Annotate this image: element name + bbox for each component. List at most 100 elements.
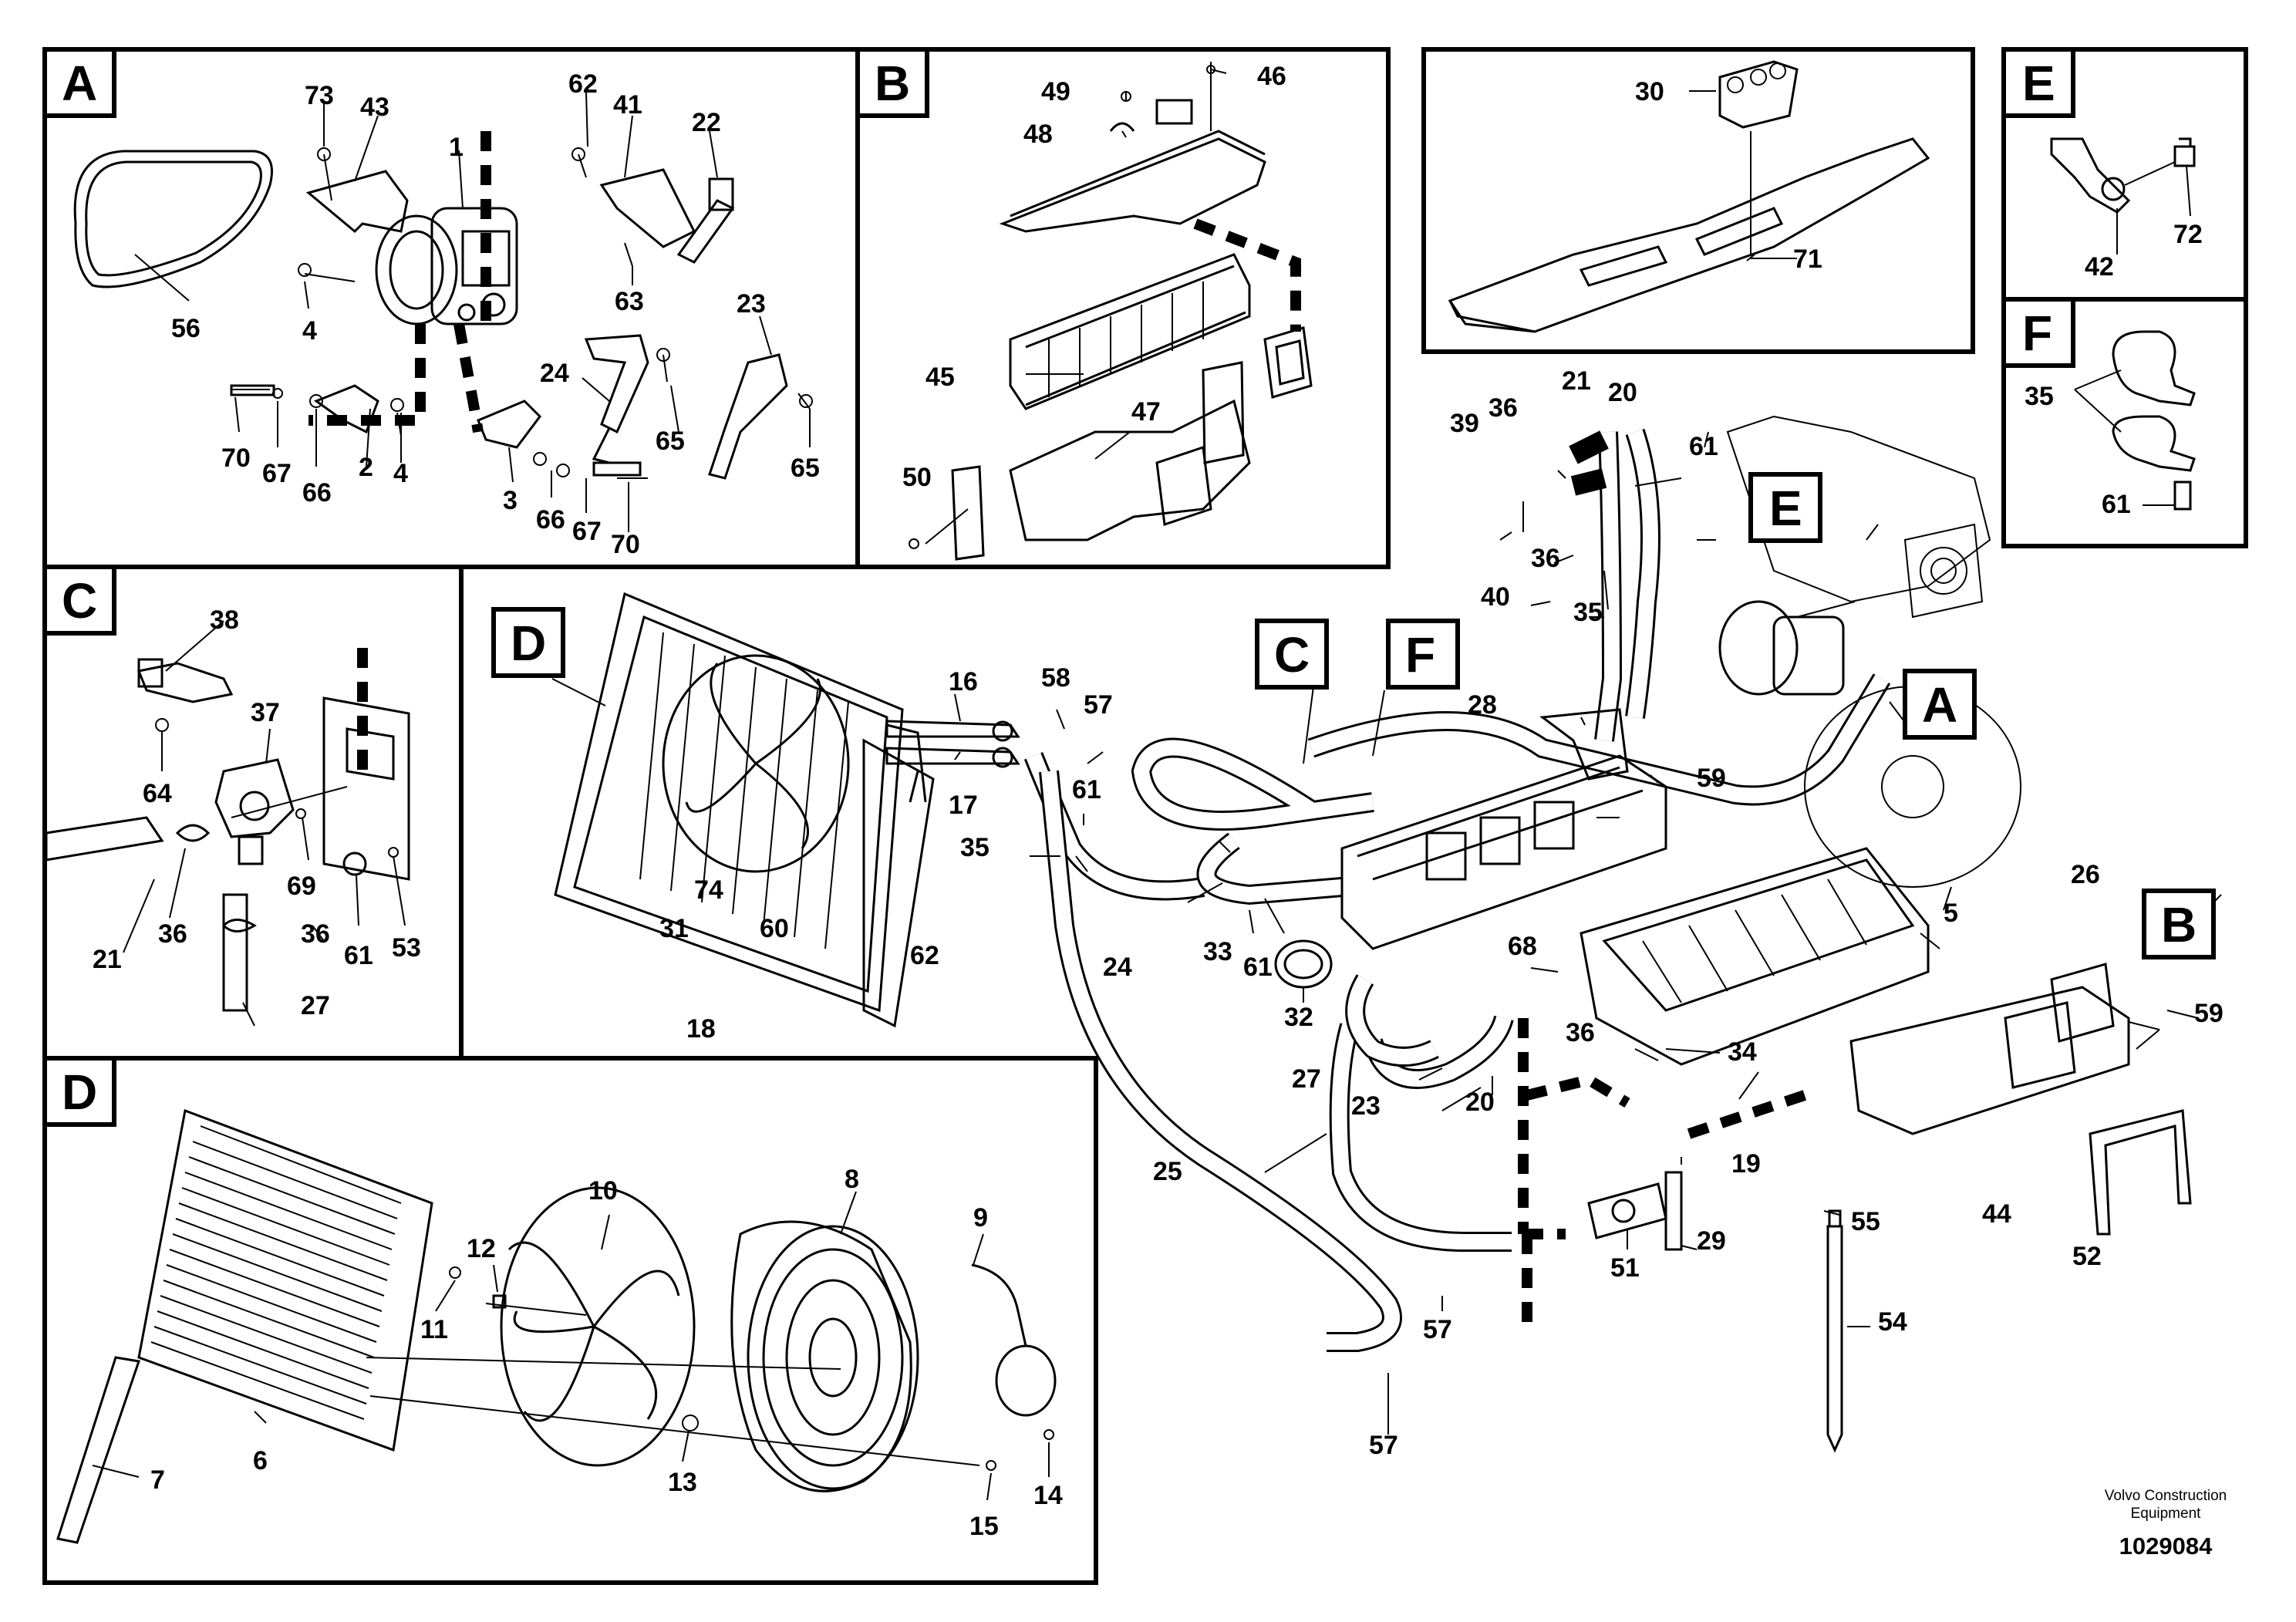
callout-41: 41	[613, 90, 642, 120]
ref-c-label: C	[1255, 619, 1329, 690]
callout-26: 26	[2071, 860, 2100, 889]
callout-57-top: 57	[1084, 690, 1113, 720]
ref-e-letter: E	[1769, 481, 1802, 536]
callout-39: 39	[1450, 409, 1479, 438]
callout-36-main-a: 36	[1489, 393, 1518, 423]
panel-b-frame	[855, 47, 1391, 569]
callout-55: 55	[1851, 1207, 1880, 1236]
panel-30-frame	[1421, 47, 1975, 354]
callout-35-f: 35	[2025, 382, 2054, 411]
callout-28: 28	[1468, 690, 1497, 720]
callout-49: 49	[1041, 77, 1070, 106]
ref-a-letter: A	[1922, 677, 1957, 733]
callout-27-main: 27	[1292, 1064, 1321, 1094]
panel-f-letter: F	[2022, 305, 2052, 361]
callout-18: 18	[686, 1014, 716, 1044]
panel-d-bottom-letter: D	[62, 1064, 97, 1120]
callout-61-f: 61	[2102, 490, 2131, 519]
callout-50: 50	[902, 463, 932, 492]
callout-59-main: 59	[1697, 764, 1726, 793]
callout-33: 33	[1203, 937, 1232, 966]
callout-60: 60	[760, 914, 789, 943]
callout-20-main-b: 20	[1465, 1088, 1495, 1117]
callout-71: 71	[1793, 244, 1822, 274]
callout-37: 37	[251, 698, 280, 727]
callout-27-c: 27	[301, 991, 330, 1020]
callout-32: 32	[1284, 1003, 1313, 1032]
panel-a-label: A	[42, 47, 116, 118]
callout-40: 40	[1481, 582, 1510, 612]
ref-f-letter: F	[1405, 627, 1435, 683]
callout-20-main-a: 20	[1608, 378, 1637, 407]
panel-d-bottom-frame	[42, 1056, 1098, 1585]
ref-c-letter: C	[1274, 627, 1310, 683]
callout-58: 58	[1041, 663, 1070, 693]
callout-61-main-c: 61	[1689, 432, 1718, 461]
callout-46: 46	[1257, 62, 1286, 91]
callout-36-main-b: 36	[1531, 544, 1560, 573]
panel-d-bottom-drawing	[56, 1108, 1057, 1544]
callout-36a-c: 36	[158, 919, 187, 949]
panel-a-letter: A	[62, 56, 97, 111]
callout-10: 10	[588, 1176, 618, 1206]
callout-66a: 66	[302, 478, 332, 508]
callout-25: 25	[1153, 1157, 1182, 1186]
callout-21-main: 21	[1562, 366, 1591, 396]
panel-b-label: B	[855, 47, 929, 118]
callout-8: 8	[845, 1165, 859, 1194]
callout-57-mid: 57	[1423, 1315, 1452, 1344]
callout-52: 52	[2072, 1242, 2102, 1271]
callout-62: 62	[568, 69, 598, 99]
callout-51: 51	[1610, 1253, 1640, 1283]
callout-31: 31	[659, 914, 689, 943]
callout-5: 5	[1944, 899, 1958, 928]
panel-b-letter: B	[875, 56, 910, 111]
callout-35-main-b: 35	[1573, 598, 1603, 627]
callout-59-right: 59	[2194, 999, 2224, 1028]
callout-14: 14	[1033, 1481, 1063, 1510]
callout-17: 17	[949, 791, 978, 820]
callout-2: 2	[359, 453, 373, 482]
callout-65b: 65	[791, 454, 820, 483]
callout-22: 22	[692, 108, 721, 137]
callout-61-c: 61	[344, 941, 373, 970]
brand-line-1: Volvo Construction	[2105, 1488, 2227, 1504]
panel-b-drawing	[909, 62, 1313, 561]
callout-62-main: 62	[910, 941, 939, 970]
callout-61-main-a: 61	[1072, 775, 1101, 804]
callout-42: 42	[2085, 252, 2114, 282]
callout-24: 24	[540, 359, 569, 388]
callout-72: 72	[2173, 220, 2203, 249]
callout-36-main-c: 36	[1566, 1018, 1595, 1047]
callout-6: 6	[253, 1446, 268, 1475]
ref-b-label: B	[2142, 889, 2216, 959]
callout-47: 47	[1131, 397, 1161, 427]
callout-74: 74	[694, 875, 723, 905]
panel-d-top-label: D	[491, 607, 565, 678]
callout-4b: 4	[393, 459, 408, 488]
panel-e-label: E	[2001, 47, 2075, 118]
panel-f-frame	[2001, 297, 2248, 548]
callout-38: 38	[210, 605, 239, 635]
callout-34: 34	[1728, 1037, 1757, 1067]
callout-61-main-b: 61	[1243, 953, 1273, 982]
callout-19: 19	[1731, 1149, 1761, 1179]
callout-21-c: 21	[93, 945, 122, 974]
callout-36b-c: 36	[301, 919, 330, 949]
ref-b-letter: B	[2161, 897, 2197, 953]
panel-d-bottom-label: D	[42, 1056, 116, 1127]
callout-53: 53	[392, 933, 421, 963]
ref-a-label: A	[1903, 669, 1977, 740]
panel-c-drawing	[45, 620, 410, 1027]
callout-4a: 4	[302, 316, 317, 346]
panel-f-label: F	[2001, 297, 2075, 368]
callout-68: 68	[1508, 932, 1537, 961]
ref-f-label: F	[1386, 619, 1460, 690]
callout-12: 12	[467, 1234, 496, 1263]
callout-57-bottom: 57	[1369, 1431, 1398, 1460]
callout-65a: 65	[656, 427, 685, 456]
callout-23-main: 23	[1351, 1091, 1381, 1121]
callout-73: 73	[305, 81, 334, 110]
callout-15: 15	[969, 1512, 999, 1541]
